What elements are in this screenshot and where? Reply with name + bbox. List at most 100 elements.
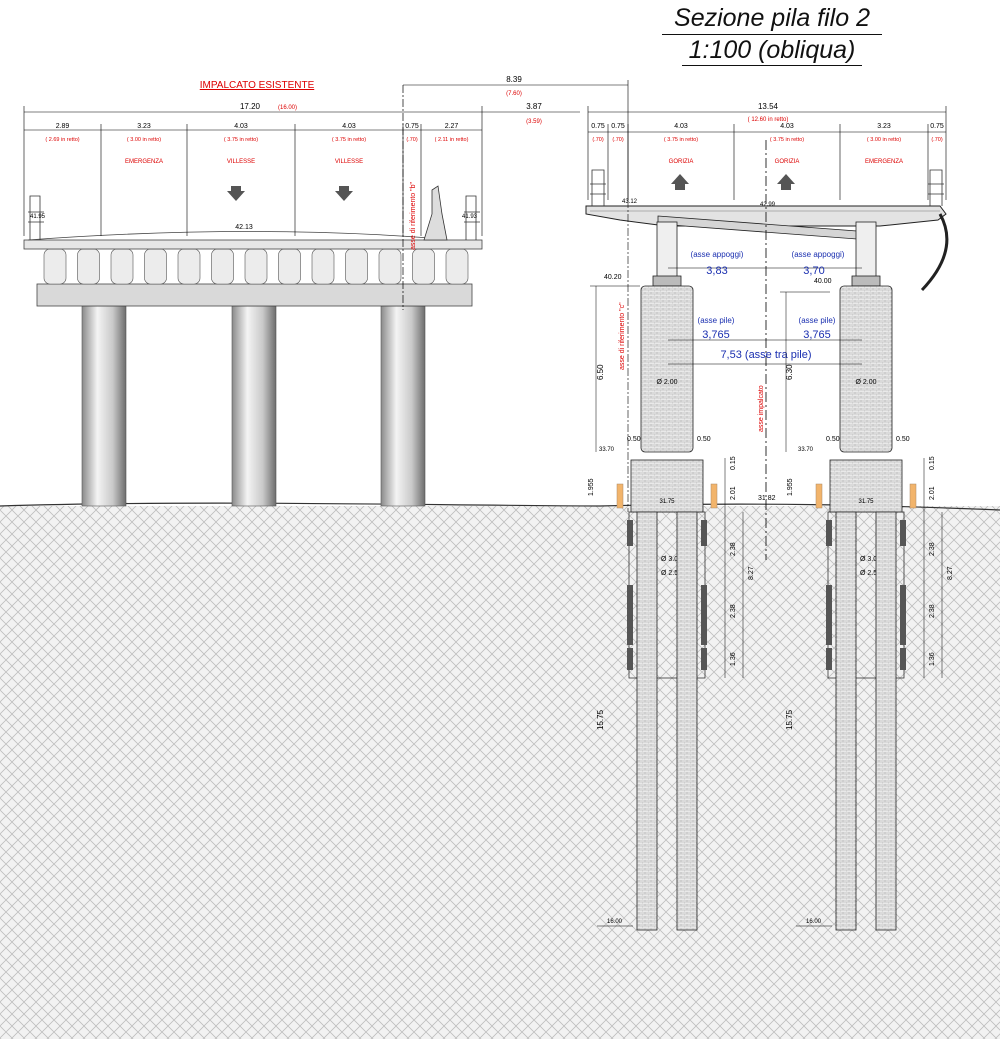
deck-beam [345, 248, 368, 285]
lane-retto: (.70) [612, 137, 623, 143]
existing-column [81, 305, 127, 507]
new-deck-dimensions [587, 106, 947, 200]
lane-name: VILLESSE [227, 159, 255, 165]
lane-name: GORIZIA [669, 159, 694, 165]
seg-3: 1.36 [929, 652, 936, 666]
deck-beam [244, 248, 268, 285]
pile-tip: 16.00 [607, 919, 623, 925]
railing-new-left [590, 169, 606, 206]
pier-height-right: 6.30 [785, 364, 794, 380]
lane-retto: ( 3.00 in retto) [127, 137, 161, 143]
down-arrow-icon [335, 186, 353, 201]
lane-name: EMERGENZA [125, 159, 163, 165]
deck-beam [43, 248, 67, 285]
pier-height-lines [590, 285, 830, 452]
pile [875, 511, 897, 931]
bearing [851, 275, 881, 287]
casing-ring [627, 520, 633, 546]
deck-beam [278, 248, 301, 285]
new-level-center: 42.99 [760, 202, 776, 208]
down-arrow-icon [227, 186, 245, 201]
gap-dim1: 8.39 [506, 75, 522, 84]
title-line-1: Sezione pila filo 2 [662, 2, 882, 35]
lane-name: EMERGENZA [865, 159, 903, 165]
pier-shaft [640, 285, 694, 453]
ground-level: 31.82 [758, 495, 776, 502]
lane-retto: (.70) [931, 137, 942, 143]
deck-beam [77, 248, 100, 285]
casing-ring [900, 648, 906, 670]
cap-depth: 2.01 [929, 486, 936, 500]
new-level-left: 43.12 [622, 199, 638, 205]
offset-left: 0.50 [826, 436, 840, 443]
railing-right [464, 195, 480, 240]
existing-bridge: 41.95 41.93 42.13 asse di riferimento "b… [23, 85, 483, 507]
axis-c-label: asse di riferimento "c" [619, 302, 626, 370]
cap-top: 0.15 [929, 456, 936, 470]
offset-right: 0.50 [896, 436, 910, 443]
deck-beam [445, 248, 469, 285]
lane-dimension: 3.23 [877, 123, 891, 130]
drawing-title: Sezione pila filo 2 1:100 (obliqua) [662, 2, 882, 66]
pier-shaft [839, 285, 893, 453]
cap-level: 31.75 [659, 499, 675, 505]
lane-retto: ( 3.75 in retto) [332, 137, 366, 143]
lane-name: VILLESSE [335, 159, 363, 165]
orange-pad [710, 483, 718, 509]
deck-beam [412, 248, 435, 285]
casing-ring [701, 520, 707, 546]
casing-inner: Ø 2.50 [661, 570, 682, 577]
deck-beam [311, 248, 335, 285]
existing-total-width: 17.20 [240, 102, 261, 111]
pile [636, 511, 658, 931]
bearing-column [855, 221, 877, 279]
lane-dimension: 4.03 [674, 123, 688, 130]
casing-ring [826, 520, 832, 546]
deck-slab [23, 239, 483, 250]
existing-column [231, 305, 277, 507]
lane-dimension: 0.75 [591, 123, 605, 130]
seg-total: 8.27 [947, 566, 954, 580]
deck-beam [110, 248, 134, 285]
deck-beams [43, 248, 469, 285]
bearing-column [656, 221, 678, 279]
pile-tip: 16.00 [806, 919, 822, 925]
casing-ring [826, 648, 832, 670]
casing-ring [627, 648, 633, 670]
level-right-pier: 40.00 [814, 278, 832, 285]
soil-area [0, 506, 1000, 1039]
casing-ring [900, 585, 906, 645]
bearings-label-right: (asse appoggi) [792, 250, 845, 259]
seg-2: 2.38 [730, 604, 737, 618]
lane-dimension: 3.23 [137, 123, 151, 130]
new-deck: 43.12 42.99 [585, 169, 949, 292]
lane-dimension: 0.75 [930, 123, 944, 130]
existing-dimensions [23, 106, 483, 236]
cap-top: 0.15 [730, 456, 737, 470]
lane-retto: ( 3.00 in retto) [867, 137, 901, 143]
gap-dim2: 3.87 [526, 102, 542, 111]
seg-2: 2.38 [929, 604, 936, 618]
rail-level-left: 41.95 [30, 214, 46, 220]
pile [835, 511, 857, 931]
rail-level-right: 41.93 [462, 214, 478, 220]
pier-value-right: 3,765 [803, 329, 831, 341]
lane-dimension: 0.75 [405, 123, 419, 130]
deck-beam [211, 248, 234, 285]
pier-label-right: (asse pile) [799, 316, 836, 325]
pier-value-left: 3,765 [702, 329, 730, 341]
existing-column [380, 305, 426, 507]
cap-depth: 2.01 [730, 486, 737, 500]
lane-retto: ( 3.75 in retto) [664, 137, 698, 143]
axis-b-label: asse di riferimento "b" [410, 181, 417, 250]
footing-level: 33.70 [798, 447, 814, 453]
cap-level: 31.75 [858, 499, 874, 505]
bearings-value-right: 3,70 [803, 265, 824, 277]
blue-annotations [668, 267, 862, 365]
lane-dimension: 4.03 [234, 123, 248, 130]
pile-length-left: 15.75 [596, 709, 605, 730]
level-left-pier: 40.20 [604, 274, 622, 281]
pile [676, 511, 698, 931]
crown-level: 42.13 [235, 224, 253, 231]
